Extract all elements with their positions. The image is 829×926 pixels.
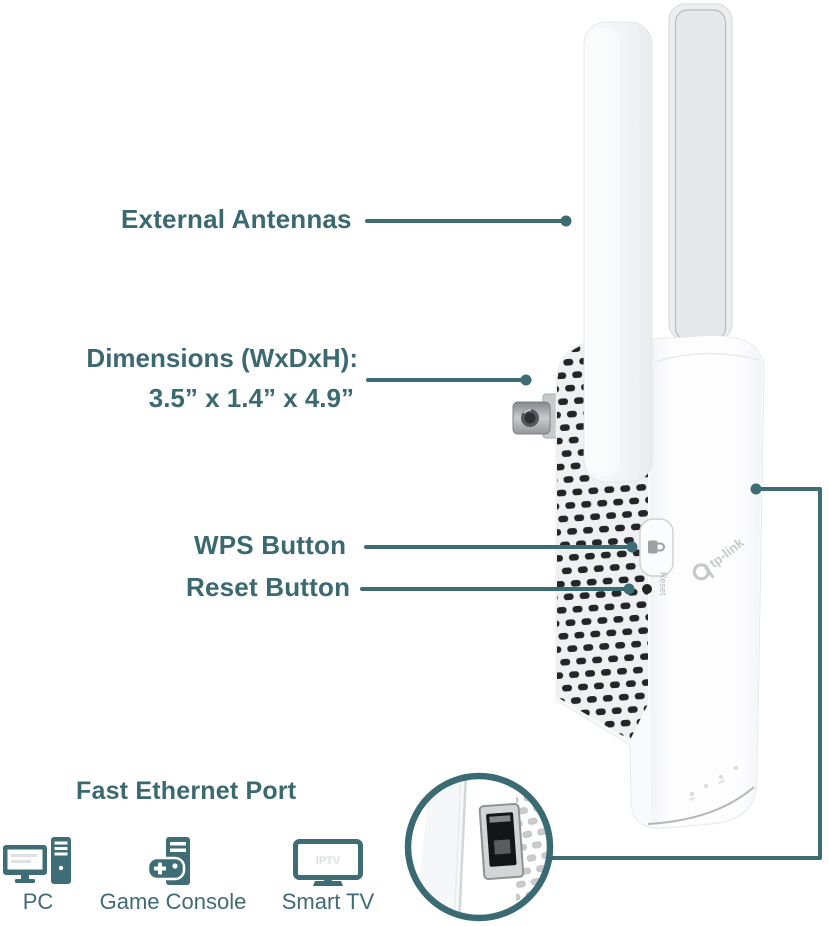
smart-tv-label: Smart TV bbox=[281, 889, 375, 914]
game-console-icon bbox=[148, 837, 196, 887]
face-top-seam bbox=[654, 352, 761, 363]
external-antennas-label: External Antennas bbox=[121, 204, 352, 234]
face-bottom-seam bbox=[647, 786, 755, 825]
ethernet-callout-line bbox=[550, 487, 822, 860]
callout-lines bbox=[360, 219, 822, 860]
pc-label: PC bbox=[22, 889, 54, 914]
wps-button-label: WPS Button bbox=[194, 530, 347, 560]
lock-icon bbox=[648, 540, 665, 554]
wall-plug-prong-icon bbox=[512, 393, 559, 439]
fast-ethernet-port-label: Fast Ethernet Port bbox=[76, 777, 297, 805]
device-front-face bbox=[650, 335, 763, 828]
dimensions-value: 3.5” x 1.4” x 4.9” bbox=[148, 382, 354, 413]
wps-button bbox=[639, 518, 674, 577]
game-console-label: Game Console bbox=[99, 889, 247, 914]
reset-port-text: Reset bbox=[658, 572, 668, 596]
magnifier-ring bbox=[404, 772, 554, 922]
rear-antenna bbox=[668, 3, 733, 341]
reset-pinhole: Reset bbox=[642, 572, 668, 596]
tv-screen-text: IPTV bbox=[316, 855, 341, 867]
callout-dots bbox=[520, 215, 762, 595]
dimensions-title: Dimensions (WxDxH): bbox=[86, 343, 358, 373]
dimensions-label: Dimensions (WxDxH): 3.5” x 1.4” x 4.9” bbox=[40, 343, 358, 414]
device-edge-closeup bbox=[416, 779, 466, 915]
front-antenna bbox=[583, 21, 653, 483]
reset-button-label: Reset Button bbox=[186, 572, 351, 602]
status-led-icons bbox=[689, 765, 739, 801]
rj45-port-icon bbox=[478, 802, 525, 880]
desktop-pc-icon bbox=[3, 837, 73, 887]
smart-tv-icon: IPTV bbox=[293, 839, 365, 887]
ethernet-port-magnifier bbox=[404, 772, 554, 922]
